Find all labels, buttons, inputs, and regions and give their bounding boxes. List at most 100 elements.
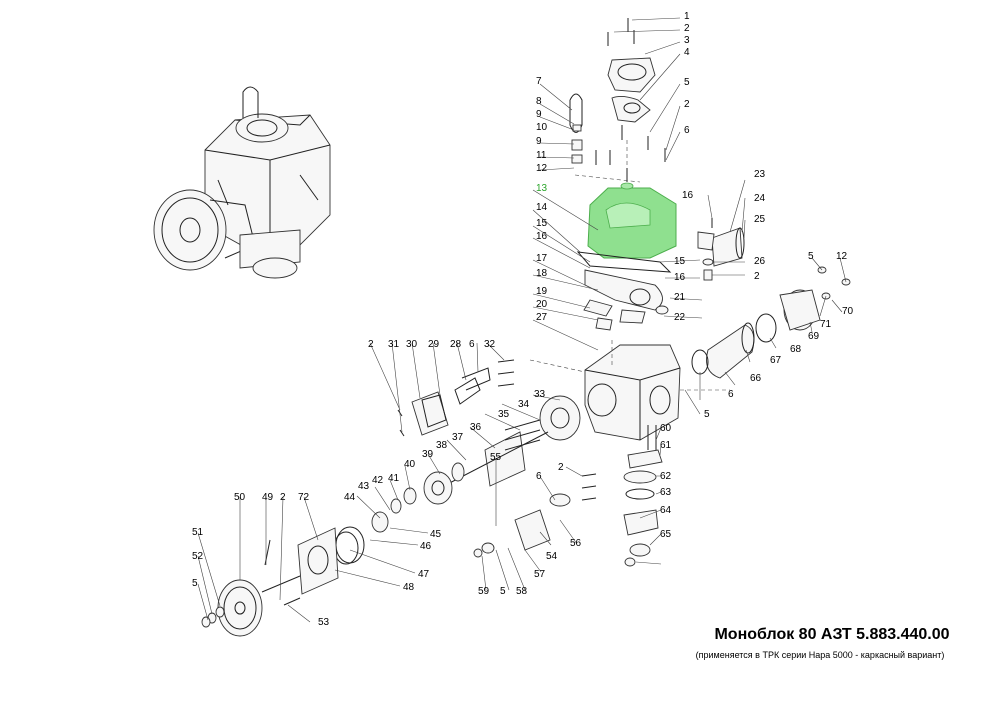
callout: 49 bbox=[262, 492, 274, 503]
callout: 53 bbox=[318, 617, 330, 628]
small-plate-group bbox=[473, 473, 597, 558]
callout: 41 bbox=[388, 473, 400, 484]
callout: 33 bbox=[534, 389, 546, 400]
callout: 18 bbox=[536, 268, 548, 279]
callout: 5 bbox=[192, 578, 198, 589]
callout: 9 bbox=[536, 136, 542, 147]
callout: 43 bbox=[358, 481, 370, 492]
callout: 5 bbox=[808, 251, 814, 262]
callout: 70 bbox=[842, 306, 854, 317]
callout: 19 bbox=[536, 286, 548, 297]
drawing-subtitle: (применяется в ТРК серии Нара 5000 - кар… bbox=[695, 650, 945, 660]
callout-highlighted: 13 bbox=[536, 183, 548, 194]
callout: 15 bbox=[674, 256, 686, 267]
callout: 67 bbox=[770, 355, 782, 366]
callout: 16 bbox=[682, 190, 694, 201]
callout: 36 bbox=[470, 422, 482, 433]
cover-plate-group bbox=[397, 359, 515, 437]
leader-lines bbox=[197, 17, 847, 623]
callout: 69 bbox=[808, 331, 820, 342]
callout: 64 bbox=[660, 505, 672, 516]
callout: 38 bbox=[436, 440, 448, 451]
callout: 6 bbox=[536, 471, 542, 482]
callout: 3 bbox=[684, 35, 690, 46]
callout: 28 bbox=[450, 339, 462, 350]
callout: 40 bbox=[404, 459, 416, 470]
callout: 58 bbox=[516, 586, 528, 597]
callout: 9 bbox=[536, 109, 542, 120]
callout: 61 bbox=[660, 440, 672, 451]
callout: 8 bbox=[536, 96, 542, 107]
manifold-group bbox=[576, 251, 672, 331]
cover-group bbox=[574, 18, 666, 183]
callout: 42 bbox=[372, 475, 384, 486]
callout: 2 bbox=[684, 99, 690, 110]
callout: 2 bbox=[280, 492, 286, 503]
callout: 52 bbox=[192, 551, 204, 562]
callout: 7 bbox=[536, 76, 542, 87]
callout: 34 bbox=[518, 399, 530, 410]
callout: 11 bbox=[536, 150, 547, 161]
callout: 37 bbox=[452, 432, 464, 443]
callout: 23 bbox=[754, 169, 766, 180]
callout: 66 bbox=[750, 373, 762, 384]
callout: 46 bbox=[420, 541, 432, 552]
callout: 2 bbox=[754, 271, 760, 282]
callout: 12 bbox=[536, 163, 548, 174]
callout: 68 bbox=[790, 344, 802, 355]
seal-flange-group bbox=[297, 511, 389, 595]
callout: 21 bbox=[674, 292, 686, 303]
callout: 27 bbox=[536, 312, 548, 323]
callout: 47 bbox=[418, 569, 430, 580]
callout: 24 bbox=[754, 193, 766, 204]
callout: 12 bbox=[836, 251, 848, 262]
filter-group bbox=[691, 266, 851, 379]
callout: 59 bbox=[478, 586, 490, 597]
callout: 22 bbox=[674, 312, 686, 323]
callout: 50 bbox=[234, 492, 246, 503]
assembled-pump-view bbox=[153, 86, 331, 279]
callout: 5 bbox=[704, 409, 710, 420]
callout: 25 bbox=[754, 214, 766, 225]
bypass-tube bbox=[569, 93, 583, 164]
drawing-title: Моноблок 80 АЗТ 5.883.440.00 bbox=[714, 626, 950, 643]
callout: 56 bbox=[570, 538, 582, 549]
callout: 2 bbox=[368, 339, 374, 350]
highlighted-part-13 bbox=[587, 182, 677, 259]
callout: 20 bbox=[536, 299, 548, 310]
callout: 1 bbox=[684, 11, 690, 22]
callout: 54 bbox=[546, 551, 558, 562]
callout: 29 bbox=[428, 339, 440, 350]
callout: 48 bbox=[403, 582, 415, 593]
callout: 71 bbox=[820, 319, 832, 330]
callout: 39 bbox=[422, 449, 434, 460]
callout: 51 bbox=[192, 527, 204, 538]
callout: 62 bbox=[660, 471, 672, 482]
callout: 5 bbox=[500, 586, 506, 597]
callout: 65 bbox=[660, 529, 672, 540]
callout: 35 bbox=[498, 409, 510, 420]
callout: 2 bbox=[684, 23, 690, 34]
callout: 45 bbox=[430, 529, 442, 540]
callout: 14 bbox=[536, 202, 548, 213]
callout: 6 bbox=[728, 389, 734, 400]
callout: 30 bbox=[406, 339, 418, 350]
callout: 60 bbox=[660, 423, 672, 434]
callout: 15 bbox=[536, 218, 548, 229]
callout: 55 bbox=[490, 452, 502, 463]
callout-labels: 1 2 3 4 5 2 6 7 8 9 10 9 11 12 13 14 15 … bbox=[192, 11, 854, 628]
callout: 57 bbox=[534, 569, 546, 580]
callout: 6 bbox=[684, 125, 690, 136]
rotor-group bbox=[390, 395, 581, 514]
lower-valve-group bbox=[623, 425, 663, 567]
callout: 6 bbox=[469, 339, 475, 350]
callout: 17 bbox=[536, 253, 548, 264]
callout: 4 bbox=[684, 47, 690, 58]
callout: 16 bbox=[674, 272, 686, 283]
callout: 26 bbox=[754, 256, 766, 267]
solenoid-group bbox=[697, 218, 745, 281]
callout: 2 bbox=[558, 462, 564, 473]
pulley-group bbox=[201, 539, 301, 637]
callout: 44 bbox=[344, 492, 356, 503]
